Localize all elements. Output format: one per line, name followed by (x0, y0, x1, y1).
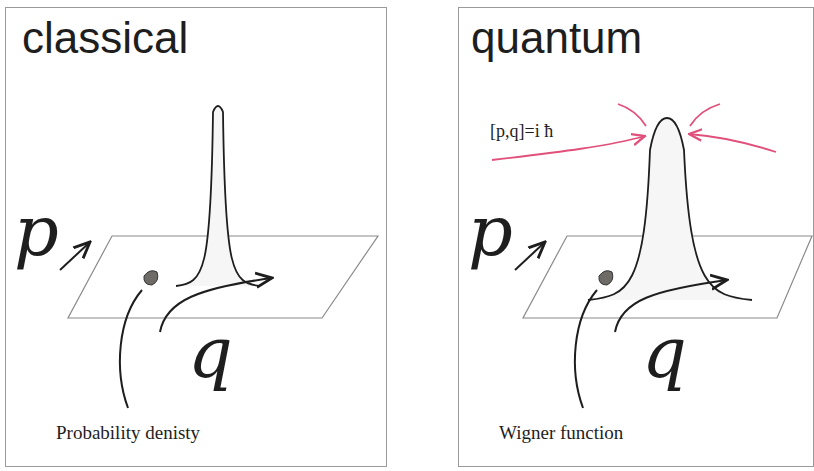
axis-label-p: p (468, 196, 513, 266)
panel: classicalProbability denisty (5, 7, 387, 467)
axis-label-q: q (188, 318, 233, 388)
classical-figure (60, 106, 378, 408)
p-axis-arrow (60, 242, 90, 270)
pointer-curve (575, 290, 597, 408)
state-point (144, 271, 158, 285)
panel-caption: Probability denisty (56, 422, 200, 445)
panel-caption: Wigner function (499, 422, 623, 445)
state-point (599, 271, 613, 285)
panel-heading: quantum (471, 14, 642, 62)
delta-peak (176, 106, 260, 286)
panel-heading: classical (22, 14, 188, 62)
wigner-peak (588, 118, 752, 300)
commutator-label: [p,q]=i ħ (490, 122, 553, 140)
pointer-curve (120, 290, 142, 408)
quantum-figure (492, 104, 812, 408)
axis-label-p: p (14, 196, 59, 266)
squeeze-arc (618, 104, 646, 126)
squeeze-arc (690, 104, 720, 126)
squeeze-arrow (689, 134, 776, 152)
p-axis-arrow (515, 242, 545, 270)
axis-label-q: q (642, 318, 687, 388)
